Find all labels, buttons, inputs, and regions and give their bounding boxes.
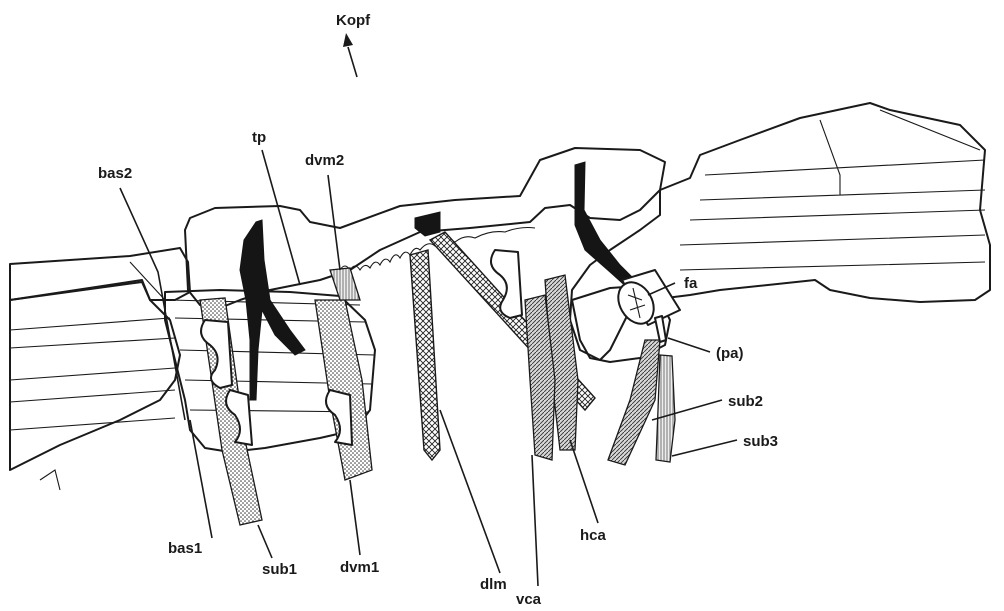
leader-bas1 <box>190 420 212 538</box>
muscles <box>200 232 680 525</box>
label-dvm1: dvm1 <box>340 559 379 576</box>
label-sub3: sub3 <box>743 433 778 450</box>
orientation-arrow-icon <box>348 47 357 77</box>
label-tp: tp <box>252 129 266 146</box>
label-hca: hca <box>580 527 607 544</box>
dark-structures <box>240 162 640 400</box>
label-sub1: sub1 <box>262 561 297 578</box>
leader-vca <box>532 455 538 586</box>
leader-sub3 <box>672 440 737 456</box>
label-sub2: sub2 <box>728 393 763 410</box>
lobe-left-1 <box>201 320 232 388</box>
leader-pa <box>668 338 710 352</box>
label-vca: vca <box>516 591 542 608</box>
orientation-label: Kopf <box>336 12 371 29</box>
left-segment-plate <box>10 282 180 470</box>
structure-pa <box>655 316 666 342</box>
leader-dvm1 <box>350 480 360 555</box>
muscle-dvm1 <box>315 300 372 480</box>
leader-hca <box>570 440 598 523</box>
muscle-dlm <box>410 250 440 460</box>
leader-bas2 <box>120 188 185 420</box>
label-bas1: bas1 <box>168 540 202 557</box>
orientation-indicator: Kopf <box>336 12 371 77</box>
left-segment-outline <box>10 248 190 300</box>
label-fa: fa <box>684 275 698 292</box>
leader-sub1 <box>258 525 272 558</box>
label-pa: (pa) <box>716 345 744 362</box>
label-dlm: dlm <box>480 576 507 593</box>
leader-dlm <box>440 410 500 573</box>
orientation-arrowhead-icon <box>343 33 353 47</box>
leader-dvm2 <box>328 175 340 270</box>
apodeme-left <box>240 220 305 400</box>
label-bas2: bas2 <box>98 165 132 182</box>
leader-tp <box>262 150 300 285</box>
muscle-sub3 <box>656 355 675 462</box>
right-segment-lines <box>680 110 985 270</box>
label-dvm2: dvm2 <box>305 152 344 169</box>
